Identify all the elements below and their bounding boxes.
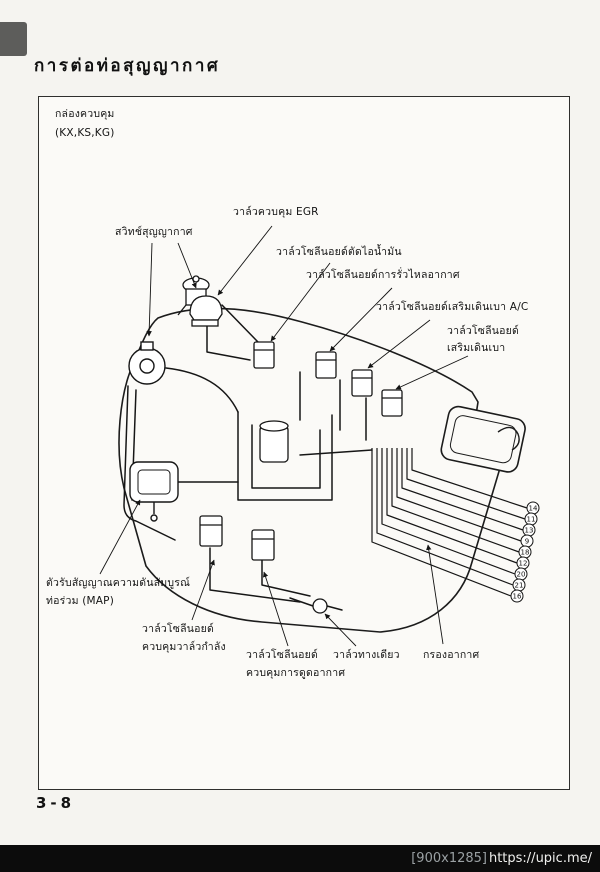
port-number: 20 (517, 571, 526, 579)
port-number: 21 (515, 582, 524, 590)
port-number: 9 (525, 538, 529, 546)
label-idle-boost-solenoid-2: เสริมเดินเบา (447, 342, 506, 354)
leader-lines (99, 225, 469, 647)
port-number: 13 (525, 527, 534, 535)
engine-outline (118, 307, 526, 633)
watermark-size: [900x1285] (411, 851, 487, 866)
watermark-url: https://upic.me/ (488, 851, 592, 866)
port-circles: 14 11 13 9 18 12 20 21 16 (510, 501, 540, 603)
label-air-suction-solenoid-1: วาล์วโซลีนอยด์ (246, 649, 318, 661)
port-number: 14 (529, 505, 538, 513)
label-egr-valve: วาล์วควบคุม EGR (233, 206, 319, 218)
port-number: 12 (519, 560, 528, 568)
center-solenoid (259, 420, 289, 463)
label-idle-boost-ac-solenoid: วาล์วโซลีนอยด์เสริมเดินเบา A/C (376, 301, 529, 313)
port-number: 11 (527, 516, 536, 524)
label-one-way-valve: วาล์วทางเดียว (333, 649, 400, 661)
label-map-sensor-2: ท่อร่วม (MAP) (46, 595, 114, 607)
label-air-suction-solenoid-2: ควบคุมการดูดอากาศ (246, 667, 346, 679)
label-idle-boost-solenoid-1: วาล์วโซลีนอยด์ (447, 325, 519, 337)
egr-valve (189, 295, 223, 327)
hose-fan (371, 448, 528, 597)
label-air-leak-solenoid: วาล์วโซลีนอยด์การรั่วไหลอากาศ (306, 269, 460, 281)
label-power-valve-solenoid-1: วาล์วโซลีนอยด์ (142, 623, 214, 635)
label-air-filter: กรองอากาศ (423, 649, 480, 661)
map-sensor (129, 461, 179, 522)
label-vacuum-switch: สวิทช์สุญญากาศ (115, 226, 193, 238)
page-number: 3-8 (36, 794, 76, 812)
solenoid-valves-upper (253, 341, 403, 417)
control-box-models: (KX,KS,KG) (55, 127, 115, 139)
one-way-valve (312, 598, 328, 614)
page-title: การต่อท่อสุญญากาศ (34, 56, 221, 76)
corner-mark (0, 22, 27, 56)
label-map-sensor-1: ตัวรับสัญญาณความดันสัมบูรณ์ (46, 577, 191, 589)
port-number: 18 (521, 549, 530, 557)
label-power-valve-solenoid-2: ควบคุมวาล์วกำลัง (142, 641, 226, 653)
label-fuel-cut-solenoid: วาล์วโซลีนอยด์ตัดไอน้ำมัน (276, 246, 402, 258)
solenoid-valves-lower (199, 515, 275, 561)
vacuum-canister (128, 341, 166, 385)
port-number: 16 (513, 593, 522, 601)
control-box-label: กล่องควบคุม (55, 108, 115, 120)
watermark-bar: [900x1285] https://upic.me/ (0, 845, 600, 872)
